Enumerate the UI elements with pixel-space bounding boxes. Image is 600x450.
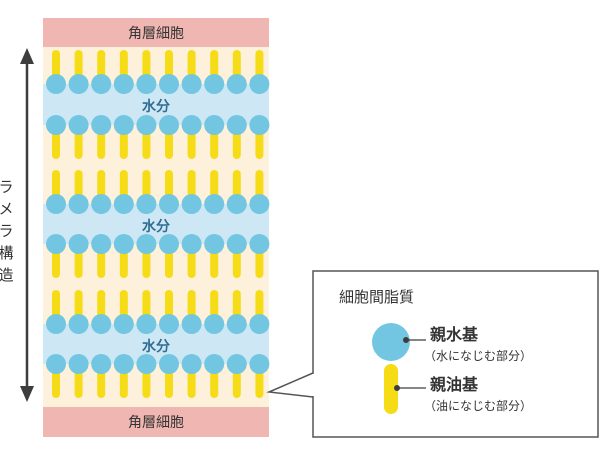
lipophilic-note: （油になじむ部分） bbox=[424, 398, 532, 413]
corneocyte-top-label: 角層細胞 bbox=[128, 26, 184, 42]
water-labels: 水分 水分 水分 bbox=[142, 98, 170, 355]
lamellar-char-2: メ bbox=[0, 200, 14, 218]
double-arrow-icon bbox=[20, 48, 34, 402]
lipid-head bbox=[181, 234, 202, 254]
lipid-head bbox=[113, 314, 134, 334]
lipid-head bbox=[226, 314, 247, 334]
lipid-head bbox=[249, 234, 270, 254]
lamellar-char-3: ラ bbox=[0, 222, 14, 240]
lipid-head bbox=[204, 234, 225, 254]
lipid-head bbox=[113, 234, 134, 254]
lipid-head bbox=[68, 194, 89, 214]
lipid-head bbox=[226, 234, 247, 254]
lipid-head bbox=[136, 314, 157, 334]
lipid-head bbox=[136, 194, 157, 214]
lipid-head bbox=[68, 74, 89, 94]
circle-head-icon bbox=[372, 323, 410, 361]
lipid-head bbox=[159, 115, 179, 135]
lipid-head bbox=[136, 354, 157, 374]
lipid-head bbox=[204, 74, 225, 94]
water-label-3: 水分 bbox=[142, 338, 170, 355]
lipid-head bbox=[136, 74, 157, 94]
lipid-head bbox=[181, 314, 202, 334]
legend-box bbox=[312, 270, 599, 438]
lipid-head bbox=[68, 354, 89, 374]
lipid-head bbox=[204, 115, 225, 135]
lipid-head bbox=[181, 115, 202, 135]
lipid-head bbox=[113, 354, 134, 374]
lipid-head bbox=[181, 194, 202, 214]
lipid-head bbox=[181, 354, 202, 374]
lipid-head bbox=[46, 314, 66, 334]
legend-title: 細胞間脂質 bbox=[339, 288, 414, 306]
lipid-head bbox=[136, 234, 157, 254]
lipid-head bbox=[68, 115, 89, 135]
lipid-head bbox=[181, 74, 202, 94]
lipid-head bbox=[91, 115, 112, 135]
lipid-head bbox=[159, 74, 179, 94]
legend-callout: 細胞間脂質 親水基 （水になじむ部分） 親油基 （油になじむ部分） bbox=[266, 270, 599, 438]
lipid-head bbox=[204, 314, 225, 334]
lipid-head bbox=[91, 314, 112, 334]
lipid-head bbox=[159, 234, 179, 254]
lipid-head bbox=[249, 74, 270, 94]
lamellar-structure-label: ラ メ ラ 構 造 bbox=[0, 178, 14, 284]
structure-panel: 水分 水分 水分 角層細胞 角層細胞 bbox=[43, 18, 270, 437]
lipophilic-name: 親油基 bbox=[430, 375, 479, 394]
lipid-head bbox=[226, 115, 247, 135]
corneocyte-top-band bbox=[43, 18, 269, 47]
callout-pointer bbox=[266, 372, 314, 398]
lipid-head bbox=[91, 194, 112, 214]
corneocyte-bottom-label: 角層細胞 bbox=[128, 415, 184, 431]
tail-bar-icon bbox=[384, 364, 398, 414]
water-label-1: 水分 bbox=[142, 98, 170, 115]
lipid-head bbox=[68, 234, 89, 254]
lipid-head bbox=[46, 194, 66, 214]
lipid-head bbox=[113, 115, 134, 135]
lamellar-char-1: ラ bbox=[0, 178, 14, 196]
lipid-head bbox=[204, 194, 225, 214]
lamellar-char-5: 造 bbox=[0, 266, 14, 284]
lipid-head bbox=[136, 115, 157, 135]
lipid-head bbox=[46, 354, 66, 374]
lipid-head bbox=[226, 74, 247, 94]
lipid-head bbox=[159, 314, 179, 334]
lipid-head bbox=[46, 234, 66, 254]
lipid-head bbox=[159, 354, 179, 374]
lipid-head bbox=[249, 354, 270, 374]
lamellar-char-4: 構 bbox=[0, 244, 14, 262]
corneocyte-bottom-band bbox=[43, 407, 269, 437]
lipid-head bbox=[226, 194, 247, 214]
lipid-head bbox=[249, 194, 270, 214]
lipid-head bbox=[249, 115, 270, 135]
lipid-molecules bbox=[46, 50, 270, 398]
lipid-head bbox=[113, 194, 134, 214]
lipid-head bbox=[91, 74, 112, 94]
lipid-head bbox=[249, 314, 270, 334]
lipid-head bbox=[226, 354, 247, 374]
lipid-head bbox=[159, 194, 179, 214]
lipid-head bbox=[91, 354, 112, 374]
water-label-2: 水分 bbox=[142, 218, 170, 235]
lipid-head bbox=[113, 74, 134, 94]
lipid-head bbox=[91, 234, 112, 254]
hydrophilic-note: （水になじむ部分） bbox=[424, 348, 532, 363]
hydrophilic-name: 親水基 bbox=[430, 325, 479, 344]
lipid-head bbox=[204, 354, 225, 374]
lipid-head bbox=[68, 314, 89, 334]
lipid-head bbox=[46, 115, 66, 135]
lipid-head bbox=[46, 74, 66, 94]
